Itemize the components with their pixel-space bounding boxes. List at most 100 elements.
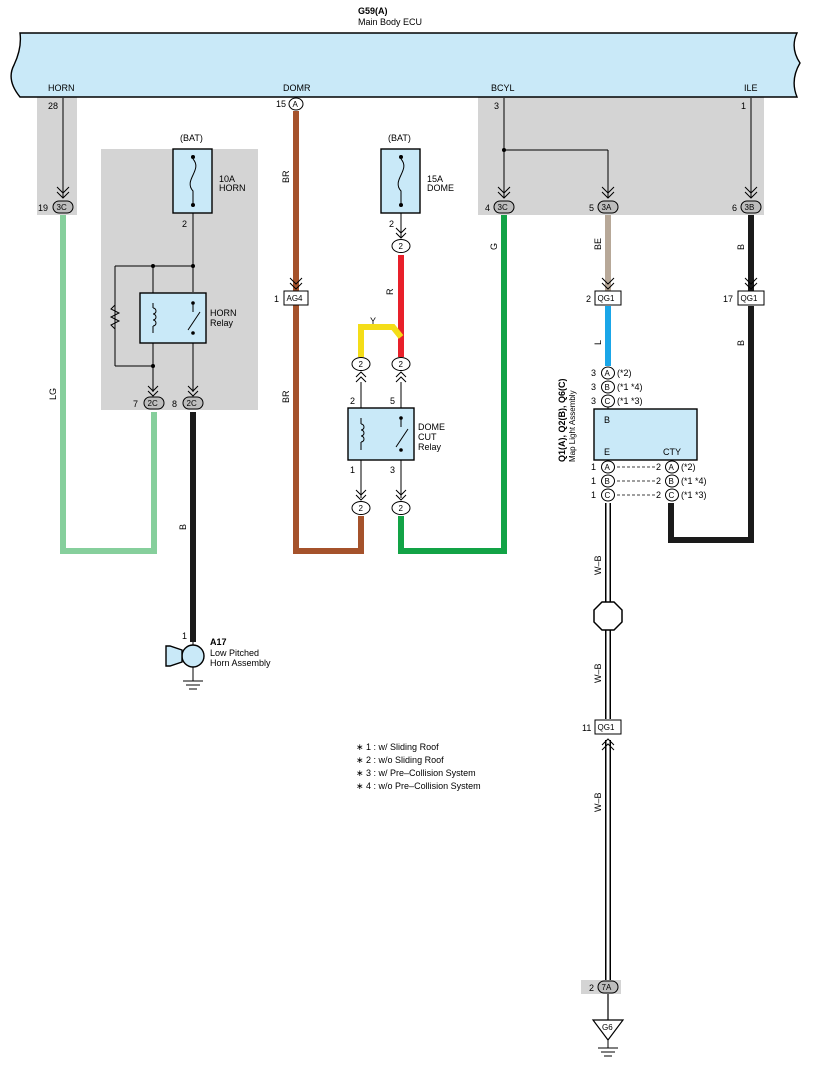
svg-text:W–B: W–B xyxy=(593,792,603,812)
svg-text:11: 11 xyxy=(582,723,591,733)
connector-dome-in: 2 xyxy=(391,239,411,253)
svg-text:2C: 2C xyxy=(148,399,158,408)
svg-text:W–B: W–B xyxy=(593,663,603,683)
svg-text:AG4: AG4 xyxy=(287,294,304,303)
svg-text:2: 2 xyxy=(359,360,364,369)
map-light-top-row: 3 B (*1 *4) xyxy=(591,380,643,394)
svg-text:B: B xyxy=(604,415,610,425)
dome-fuse: (BAT) 15A DOME 2 xyxy=(380,133,454,239)
svg-text:QG1: QG1 xyxy=(598,294,615,303)
ground-g6: G6 xyxy=(591,1019,625,1057)
svg-text:C: C xyxy=(669,491,675,500)
svg-text:A: A xyxy=(605,369,611,378)
connector-dome-out-left: 2 xyxy=(351,489,371,515)
ecu-pin-label-horn: HORN xyxy=(48,83,75,93)
map-light-assembly: Q1(A), Q2(B), Q6(C) Map Light Assembly 3… xyxy=(557,366,707,502)
svg-text:R: R xyxy=(385,288,395,295)
svg-text:6: 6 xyxy=(732,203,737,213)
ecu-connector-a: A xyxy=(288,97,304,111)
svg-text:HORN: HORN xyxy=(210,308,237,318)
svg-text:15A: 15A xyxy=(427,174,443,184)
svg-text:CTY: CTY xyxy=(663,447,681,457)
wire-g xyxy=(398,215,507,554)
svg-text:2C: 2C xyxy=(187,399,197,408)
svg-text:1: 1 xyxy=(350,465,355,475)
svg-text:2: 2 xyxy=(589,983,594,993)
ecu-pin-label-domr: DOMR xyxy=(283,83,311,93)
svg-text:1: 1 xyxy=(591,476,596,486)
svg-text:B: B xyxy=(736,244,746,250)
svg-text:DOME: DOME xyxy=(418,422,445,432)
svg-text:W–B: W–B xyxy=(593,555,603,575)
svg-text:BE: BE xyxy=(593,238,603,250)
map-light-bottom-row: 1 A 2 A (*2) xyxy=(591,460,696,474)
svg-text:2: 2 xyxy=(399,242,404,251)
svg-text:E: E xyxy=(604,447,610,457)
svg-text:A: A xyxy=(605,463,611,472)
svg-text:(*1 *4): (*1 *4) xyxy=(617,382,643,392)
svg-text:7: 7 xyxy=(133,399,138,409)
svg-text:2: 2 xyxy=(399,504,404,513)
svg-text:(*1 *4): (*1 *4) xyxy=(681,476,707,486)
svg-text:3A: 3A xyxy=(602,203,612,212)
map-light-subtitle: Map Light Assembly xyxy=(568,390,577,462)
svg-text:(*2): (*2) xyxy=(681,462,696,472)
connector-relay-left: 2C 7 xyxy=(133,385,165,410)
svg-text:Horn Assembly: Horn Assembly xyxy=(210,658,271,668)
wire-y xyxy=(358,324,404,357)
thin-lines xyxy=(62,98,752,198)
ecu-name: Main Body ECU xyxy=(358,17,422,27)
map-light-bottom-row: 1 C 2 C (*1 *3) xyxy=(591,488,707,502)
svg-text:L: L xyxy=(593,340,603,345)
svg-text:17: 17 xyxy=(723,294,733,304)
svg-text:(BAT): (BAT) xyxy=(388,133,411,143)
svg-text:LG: LG xyxy=(48,388,58,400)
dome-cut-relay: 2 5 1 3 DOME CUT Relay xyxy=(347,382,445,498)
wires xyxy=(60,111,754,1020)
svg-text:B: B xyxy=(669,477,674,486)
wire-br-lower xyxy=(293,305,364,554)
footnote: ∗ 3 : w/ Pre–Collision System xyxy=(356,768,476,778)
svg-text:2: 2 xyxy=(586,294,591,304)
svg-text:4: 4 xyxy=(485,203,490,213)
svg-text:A: A xyxy=(293,100,299,109)
svg-text:3: 3 xyxy=(591,368,596,378)
connector-qg1-ground: QG1 11 xyxy=(582,719,622,751)
svg-text:1: 1 xyxy=(274,294,279,304)
svg-text:1: 1 xyxy=(591,462,596,472)
map-light-top-row: 3 C (*1 *3) xyxy=(591,394,643,408)
svg-text:7A: 7A xyxy=(602,983,612,992)
map-light-top-row: 3 A (*2) xyxy=(591,366,632,380)
svg-text:3C: 3C xyxy=(57,203,67,212)
svg-text:1: 1 xyxy=(591,490,596,500)
svg-text:C: C xyxy=(605,397,611,406)
connector-ground-jb: 7A 2 xyxy=(589,980,619,994)
connector-bcyl-jb: 3C 4 xyxy=(485,186,515,214)
svg-text:B: B xyxy=(736,340,746,346)
svg-text:(*2): (*2) xyxy=(617,368,632,378)
connector-ag4: AG4 1 xyxy=(274,277,309,306)
connector-qg1-be: QG1 2 xyxy=(586,277,622,306)
svg-text:5: 5 xyxy=(390,396,395,406)
svg-text:C: C xyxy=(605,491,611,500)
svg-text:QG1: QG1 xyxy=(598,723,615,732)
svg-text:3: 3 xyxy=(390,465,395,475)
svg-text:Y: Y xyxy=(370,316,376,326)
connector-dome-y: 2 xyxy=(351,357,371,383)
svg-text:5: 5 xyxy=(589,203,594,213)
svg-text:(BAT): (BAT) xyxy=(180,133,203,143)
svg-text:2: 2 xyxy=(656,490,661,500)
connector-horn-jb: 3C 19 xyxy=(38,186,74,214)
footnote: ∗ 2 : w/o Sliding Roof xyxy=(356,755,444,765)
svg-text:3C: 3C xyxy=(498,203,508,212)
horn-fuse: (BAT) 10A HORN 2 xyxy=(172,133,246,292)
svg-text:DOME: DOME xyxy=(427,183,454,193)
connector-be-jb: 3A 5 xyxy=(589,186,619,214)
map-light-bottom-row: 1 B 2 B (*1 *4) xyxy=(591,474,707,488)
wire-lg xyxy=(60,215,157,554)
wire-b-cty xyxy=(668,306,754,543)
svg-text:BR: BR xyxy=(281,390,291,403)
svg-text:B: B xyxy=(605,477,610,486)
connector-dome-out-right: 2 xyxy=(391,489,411,515)
connector-relay-right: 2C 8 xyxy=(172,385,204,410)
